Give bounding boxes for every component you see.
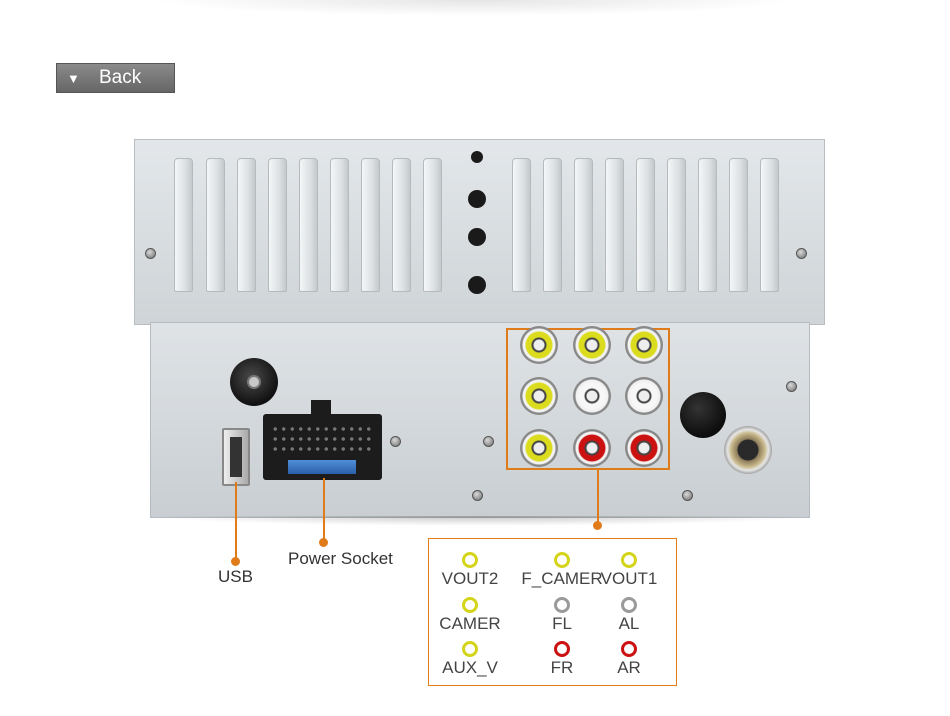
rca-jack-al	[625, 377, 663, 415]
mount-hole	[471, 151, 483, 163]
heatsink-fin	[299, 158, 318, 292]
connector-latch	[288, 460, 356, 474]
circle-icon	[621, 597, 637, 613]
screw-icon	[786, 381, 797, 392]
heatsink-fin	[698, 158, 717, 292]
circle-icon	[621, 641, 637, 657]
screw-icon	[472, 490, 483, 501]
heatsink-fin	[392, 158, 411, 292]
legend-label: FR	[550, 658, 574, 677]
legend-label: FL	[552, 614, 572, 633]
legend-item: FR	[517, 641, 607, 678]
heatsink-fin	[512, 158, 531, 292]
legend-item: AUX_V	[425, 641, 515, 678]
screw-icon	[796, 248, 807, 259]
usb-leader-line	[235, 482, 237, 562]
triangle-down-icon: ▼	[67, 70, 80, 86]
rca-legend: VOUT2 F_CAMER VOUT1 CAMER FL AL AUX_V FR…	[428, 538, 677, 686]
back-button[interactable]: ▼ Back	[56, 63, 175, 93]
rca-jack-vout2	[520, 326, 558, 364]
heatsink-fin	[543, 158, 562, 292]
circle-icon	[621, 552, 637, 568]
heatsink-fin	[729, 158, 748, 292]
heatsink-fin	[605, 158, 624, 292]
legend-item: F_CAMER	[517, 552, 607, 589]
legend-item: AR	[584, 641, 674, 678]
circle-icon	[554, 641, 570, 657]
legend-label: VOUT1	[600, 569, 658, 588]
gps-antenna-port	[230, 358, 278, 406]
rca-jack-camer	[520, 377, 558, 415]
rca-jack-aux-v	[520, 429, 558, 467]
legend-label: CAMER	[439, 614, 501, 633]
legend-label: VOUT2	[441, 569, 499, 588]
legend-label: AL	[618, 614, 640, 633]
circle-icon	[554, 552, 570, 568]
screw-icon	[145, 248, 156, 259]
unit-shadow	[150, 516, 810, 526]
legend-item: FL	[517, 597, 607, 634]
heatsink-fin	[237, 158, 256, 292]
legend-item: CAMER	[425, 597, 515, 634]
rubber-plug	[680, 392, 726, 438]
radio-antenna-port	[724, 426, 772, 474]
rca-jack-fr	[573, 429, 611, 467]
usb-leader-dot	[231, 557, 240, 566]
usb-label: USB	[218, 567, 253, 586]
mount-hole	[468, 228, 486, 246]
legend-label: AR	[617, 658, 641, 677]
heatsink-fin	[174, 158, 193, 292]
circle-icon	[554, 597, 570, 613]
circle-icon	[462, 641, 478, 657]
mount-hole	[468, 276, 486, 294]
mount-hole	[468, 190, 486, 208]
heatsink-fin	[423, 158, 442, 292]
heatsink-fin	[636, 158, 655, 292]
legend-item: VOUT2	[425, 552, 515, 589]
heatsink-fin	[667, 158, 686, 292]
power-leader-dot	[319, 538, 328, 547]
top-shadow	[150, 0, 800, 16]
legend-label: AUX_V	[442, 658, 498, 677]
legend-label: F_CAMER	[521, 569, 603, 588]
heatsink-fin	[361, 158, 380, 292]
power-socket-connector	[263, 400, 382, 480]
legend-item: VOUT1	[584, 552, 674, 589]
screw-icon	[390, 436, 401, 447]
rca-jack-fl	[573, 377, 611, 415]
screw-icon	[682, 490, 693, 501]
connector-pins	[271, 424, 374, 454]
power-socket-label: Power Socket	[288, 549, 393, 568]
rca-jack-vout1	[625, 326, 663, 364]
usb-port	[222, 428, 250, 486]
circle-icon	[462, 552, 478, 568]
screw-icon	[483, 436, 494, 447]
rca-jack-f-camer	[573, 326, 611, 364]
heatsink-fin	[574, 158, 593, 292]
back-button-label: Back	[99, 67, 142, 88]
rca-leader-dot	[593, 521, 602, 530]
rca-leader-line	[597, 470, 599, 526]
heatsink-fin	[760, 158, 779, 292]
rca-jack-ar	[625, 429, 663, 467]
legend-item: AL	[584, 597, 674, 634]
connector-tab	[311, 400, 331, 416]
heatsink-fin	[206, 158, 225, 292]
heatsink-fin	[330, 158, 349, 292]
power-leader-line	[323, 478, 325, 542]
heatsink-fin	[268, 158, 287, 292]
circle-icon	[462, 597, 478, 613]
